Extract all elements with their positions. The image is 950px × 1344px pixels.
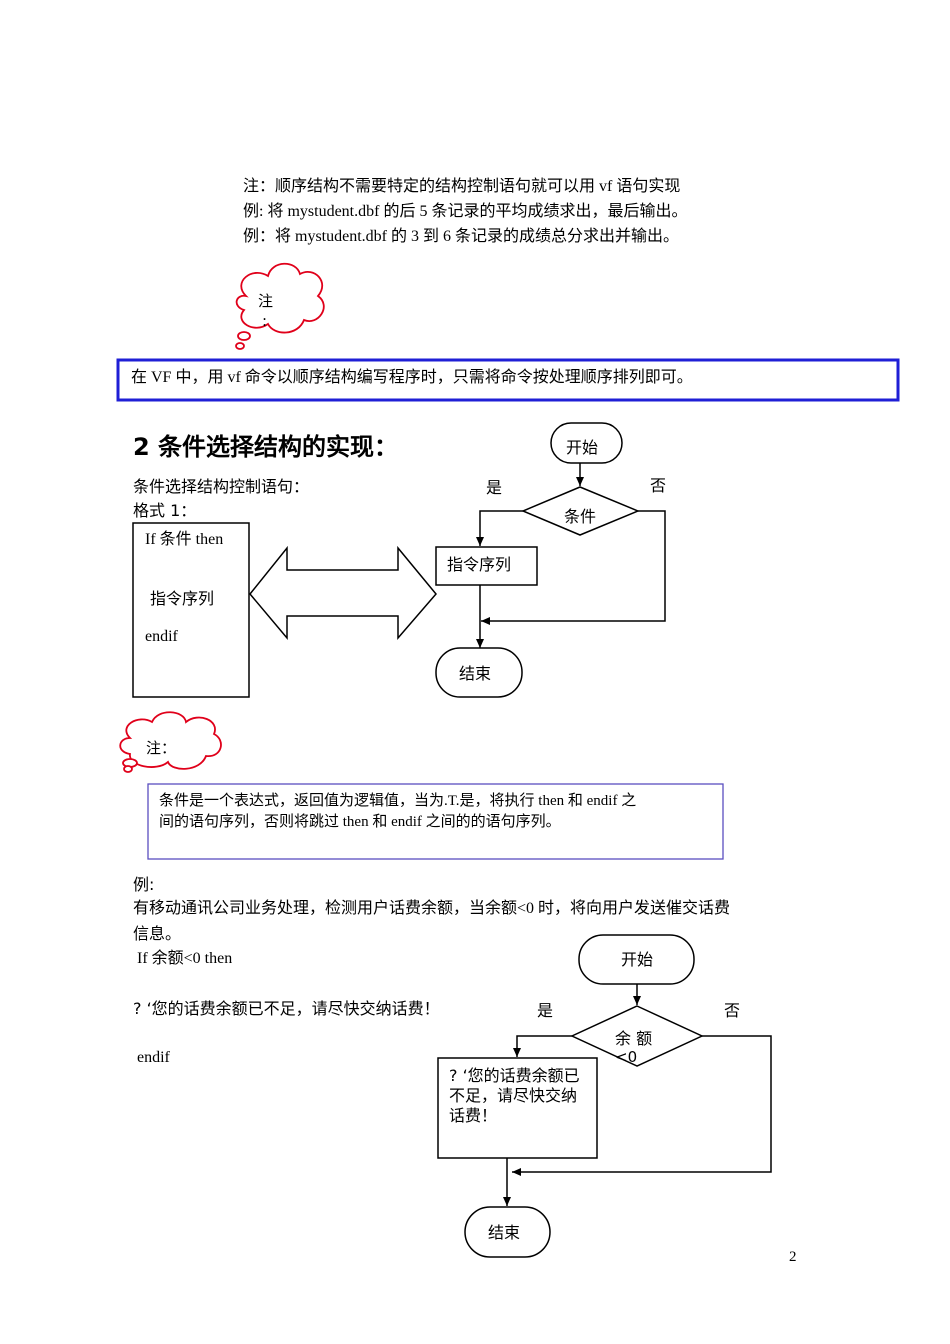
intro-line-2: 例: 将 mystudent.dbf 的后 5 条记录的平均成绩求出，最后输出。 — [243, 203, 688, 220]
flow2-no-label: 否 — [724, 1001, 741, 1020]
flow1-process-label: 指令序列 — [447, 555, 512, 574]
flow1-process-shape — [435, 546, 538, 586]
flow1-start-label: 开始 — [566, 438, 599, 457]
note-cloud-1 — [235, 262, 325, 350]
note-box-line-2: 间的语句序列，否则将跳过 then 和 endif 之间的的语句序列。 — [159, 814, 561, 830]
page-number: 2 — [789, 1249, 797, 1265]
flow2-condition-line-2: <0 — [615, 1048, 638, 1066]
highlight-box-text: 在 VF 中，用 vf 命令以顺序结构编写程序时，只需将命令按处理顺序排列即可。 — [131, 369, 693, 386]
flow2-process-shape — [437, 1057, 598, 1159]
highlight-box-border — [116, 358, 900, 402]
flow2-condition-line-1: 余 额 — [615, 1029, 653, 1048]
note-box-border — [147, 783, 724, 860]
flow2-process-line-2: 不足，请尽快交纳 — [449, 1086, 578, 1105]
example-2-desc-line-2: 信息。 — [133, 924, 182, 943]
double-arrow-icon — [249, 545, 437, 641]
intro-line-1: 注：顺序结构不需要特定的结构控制语句就可以用 vf 语句实现 — [243, 178, 681, 195]
flow2-process-line-3: 话费！ — [449, 1106, 498, 1125]
intro-line-3: 例：将 mystudent.dbf 的 3 到 6 条记录的成绩总分求出并输出。 — [243, 228, 679, 245]
flow2-start-label: 开始 — [621, 950, 654, 969]
example-2-code-2: ? ‘您的话费余额已不足，请尽快交纳话费！ — [133, 999, 440, 1018]
example-2-label: 例: — [133, 875, 155, 894]
code-box-line-2: 指令序列 — [150, 589, 215, 608]
example-2-code-3: endif — [137, 1049, 170, 1066]
code-box-line-1: If 条件 then — [145, 531, 224, 548]
flow1-end-shape — [435, 647, 523, 698]
code-box-line-3: endif — [145, 628, 178, 645]
flow1-condition-shape — [521, 486, 640, 536]
flow1-no-label: 否 — [650, 476, 667, 495]
flow2-condition-shape — [570, 1005, 704, 1067]
example-2-desc-line-1: 有移动通讯公司业务处理，检测用户话费余额，当余额<0 时，将向用户发送催交话费 — [133, 900, 731, 917]
flow1-yes-label: 是 — [486, 478, 503, 497]
flow1-start-shape — [550, 422, 623, 464]
format-1-label: 格式 1： — [133, 501, 197, 520]
flow2-process-line-1: ? ‘您的话费余额已 — [449, 1066, 580, 1085]
flow1-end-label: 结束 — [459, 664, 492, 683]
flow2-end-label: 结束 — [488, 1223, 521, 1242]
note-cloud-2 — [119, 711, 222, 773]
note-cloud-1-label: 注 — [258, 292, 274, 310]
flow2-yes-label: 是 — [537, 1001, 554, 1020]
note-cloud-1-colon: : — [262, 312, 268, 330]
flowchart-1 — [435, 422, 666, 698]
note-box-line-1: 条件是一个表达式，返回值为逻辑值，当为.T.是，将执行 then 和 endif… — [159, 793, 637, 809]
section-2-title: 2 条件选择结构的实现： — [133, 433, 399, 461]
code-box-border — [132, 522, 250, 698]
flow2-end-shape — [464, 1206, 551, 1258]
note-cloud-2-label: 注： — [146, 739, 177, 757]
flowchart-2 — [437, 934, 772, 1258]
flow1-condition-label: 条件 — [564, 507, 597, 526]
section-2-subtitle: 条件选择结构控制语句： — [133, 477, 310, 496]
example-2-code-1: If 余额<0 then — [137, 950, 233, 967]
